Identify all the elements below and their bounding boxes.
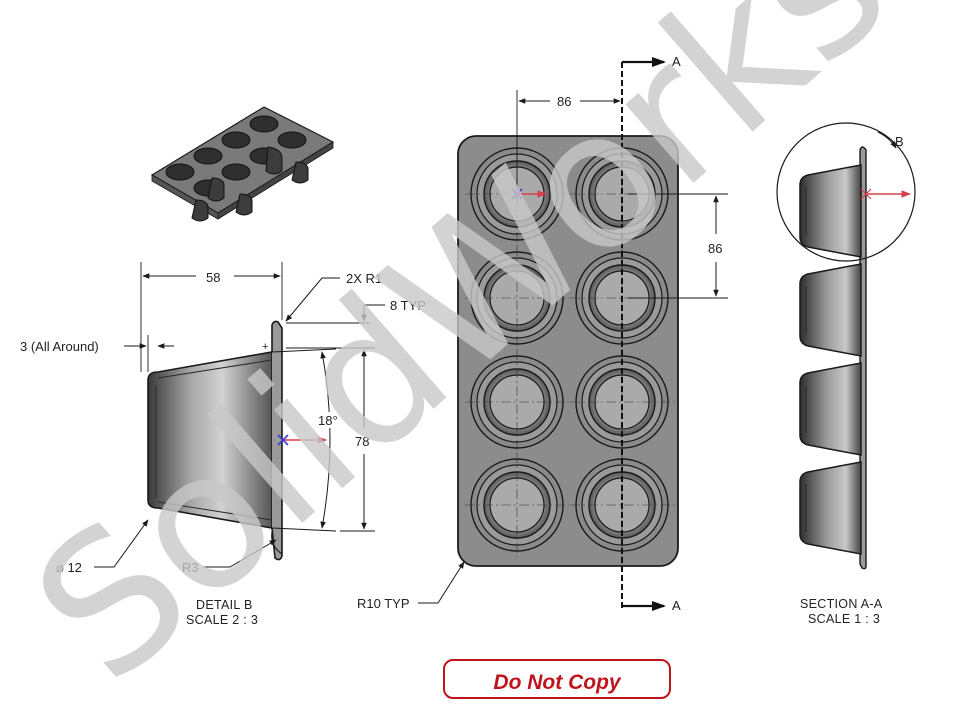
- dim-cup-height: 78: [355, 434, 369, 449]
- drawing-sheet: + 58 3 (All Around) 2X R1 8 TYP 18° 78: [0, 0, 960, 684]
- section-cup: [799, 362, 862, 456]
- section-cup: [799, 263, 862, 357]
- svg-text:+: +: [262, 341, 268, 353]
- dim-bottom-radius: R3: [182, 560, 199, 575]
- dim-width-58: 58: [206, 270, 220, 285]
- section-scale: SCALE 1 : 3: [808, 612, 880, 626]
- origin-triad-icon: [511, 188, 547, 200]
- section-arrow-icon: [622, 57, 666, 611]
- dim-wall-thickness: 3 (All Around): [20, 339, 99, 354]
- origin-triad-icon: [277, 434, 327, 446]
- dim-lip-height: 8 TYP: [390, 298, 426, 313]
- section-label-bottom: A: [672, 598, 681, 613]
- dim-corner-radius: 2X R1: [346, 271, 382, 286]
- origin-triad-icon: [860, 188, 911, 200]
- section-label-top: A: [672, 54, 681, 69]
- plan-view: A A 86 86 R10 TYP: [357, 54, 728, 613]
- detail-b-caption: DETAIL B: [196, 598, 253, 612]
- dim-pitch-x: 86: [557, 94, 571, 109]
- cup-pocket: [570, 350, 674, 454]
- cup-pocket: [465, 246, 569, 350]
- detail-b-scale: SCALE 2 : 3: [186, 613, 258, 627]
- section-cup: [799, 164, 862, 258]
- dim-pitch-y: 86: [708, 241, 722, 256]
- dim-tray-corner: R10 TYP: [357, 596, 410, 611]
- cup-pocket: [465, 350, 569, 454]
- section-cup: [799, 461, 862, 555]
- section-a-a-view: B SECTION A-A SCALE 1 : 3: [776, 122, 916, 626]
- detail-b-view: + 58 3 (All Around) 2X R1 8 TYP 18° 78: [20, 262, 426, 627]
- section-caption: SECTION A-A: [800, 597, 883, 611]
- isometric-view: [150, 106, 335, 222]
- dim-bottom-diameter: ⌀ 12: [56, 560, 82, 575]
- do-not-copy-stamp: Do Not Copy: [443, 659, 671, 699]
- dim-draft-angle: 18°: [318, 413, 338, 428]
- detail-reference-b: B: [895, 134, 904, 149]
- cup-pocket: [465, 453, 569, 557]
